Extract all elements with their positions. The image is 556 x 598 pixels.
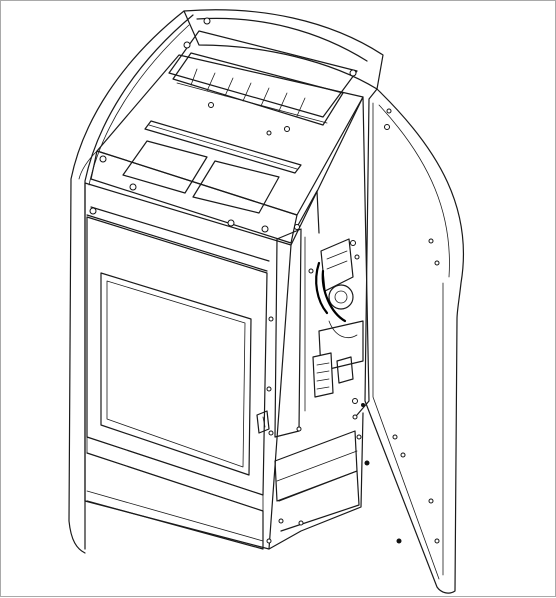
internal-components (308, 238, 364, 398)
front-door (86, 216, 270, 512)
loose-screws (361, 403, 402, 544)
front-face (84, 155, 292, 550)
top-grate (168, 17, 358, 136)
right-detached-panel (364, 88, 465, 594)
right-side-body (266, 96, 370, 550)
top-panel (78, 54, 364, 244)
bottom-plinth (86, 452, 264, 550)
top-rear-cover (183, 9, 384, 90)
